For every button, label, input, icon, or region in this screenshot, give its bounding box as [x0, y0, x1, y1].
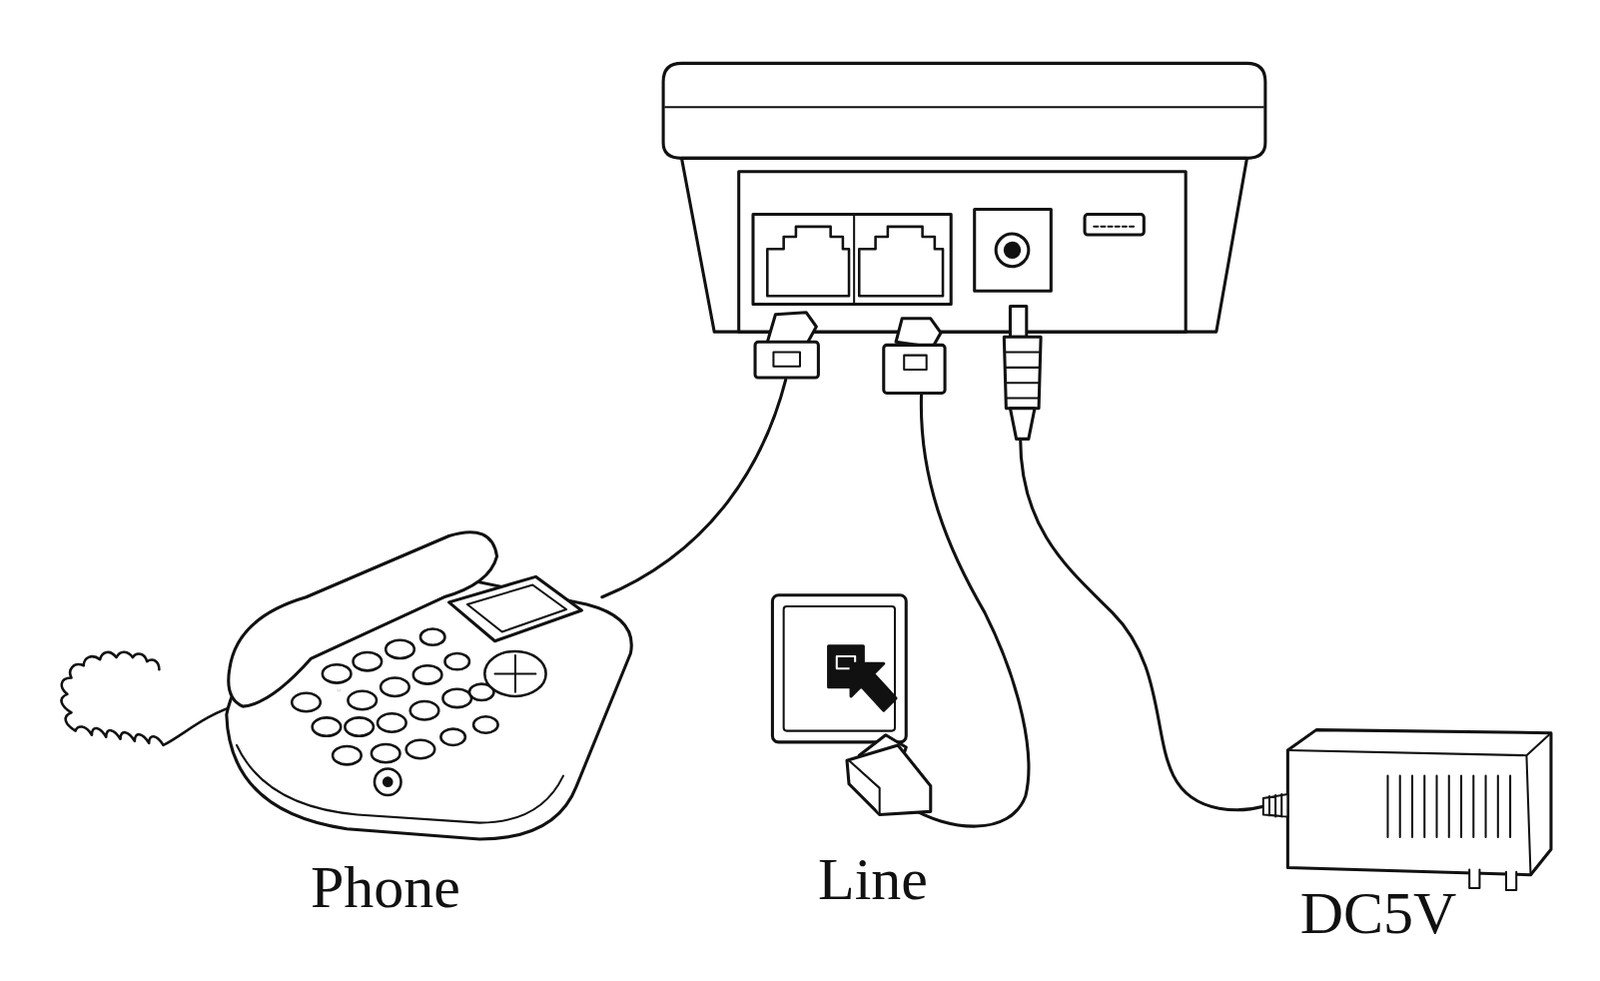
key [410, 701, 440, 720]
insert-arrow [850, 663, 896, 711]
coiled-cord [61, 652, 241, 746]
phone-plug [755, 312, 818, 378]
plug-clip [895, 318, 941, 348]
key [406, 740, 436, 759]
key [420, 628, 446, 645]
key [473, 716, 499, 733]
adapter-top-edge [1287, 733, 1552, 875]
key [312, 717, 342, 736]
wall-plate [772, 595, 906, 743]
key [444, 653, 470, 670]
adapter-box [1287, 730, 1552, 875]
handset [228, 532, 498, 707]
dc-grip [1003, 336, 1041, 409]
phone-label: Phone [310, 856, 461, 917]
power-cable [1020, 438, 1264, 809]
key [337, 688, 341, 692]
usb-port [1084, 214, 1144, 235]
port-housing [753, 214, 951, 305]
line-label: Line [817, 848, 928, 909]
key [344, 717, 374, 736]
adapter-prongs [1469, 869, 1517, 890]
phone-port [767, 226, 849, 296]
power-label: DC5V [1300, 882, 1458, 943]
display-panel [449, 576, 583, 641]
key [353, 652, 383, 671]
telephone [61, 532, 633, 839]
key [440, 729, 466, 746]
power-adapter [1263, 730, 1552, 890]
dc-plug [1003, 306, 1041, 440]
port-divider [852, 214, 855, 305]
plug-face [848, 760, 880, 814]
base-unit [663, 62, 1266, 332]
dc-jack [974, 208, 1052, 291]
key [332, 746, 362, 765]
plug-body [883, 344, 945, 393]
cables [602, 379, 1264, 826]
line-cable [907, 392, 1029, 826]
key [347, 691, 377, 710]
unit-lid-edge [665, 105, 1264, 108]
adapter-cord-boot [1263, 794, 1289, 816]
nav-pad [484, 651, 546, 697]
unit-body [681, 157, 1247, 332]
plug-contacts [773, 352, 800, 367]
key [380, 678, 410, 697]
plug-contacts [903, 355, 926, 370]
power-key-dot [383, 778, 392, 787]
phone-cable [602, 379, 787, 598]
key [442, 689, 472, 708]
key [322, 664, 352, 683]
dc-jack-ring [995, 233, 1029, 267]
plug-body [755, 341, 818, 378]
line-port [858, 226, 943, 296]
key [385, 640, 415, 659]
key [371, 744, 401, 763]
usb-pins [1093, 225, 1135, 228]
dc-grip-ribs [1005, 352, 1039, 399]
display-screen [467, 585, 567, 633]
dc-strain [1009, 408, 1035, 440]
key [413, 665, 443, 684]
keypad [291, 628, 546, 796]
key [291, 693, 321, 712]
nav-pad-arrows [495, 655, 537, 693]
power-key [374, 768, 402, 796]
plug-clip [767, 312, 816, 346]
line-plug [883, 318, 945, 394]
wall-jack [772, 595, 906, 743]
back-panel [739, 171, 1186, 332]
dc-tip [1009, 306, 1026, 338]
wall-plug [846, 735, 931, 815]
unit-lid [663, 62, 1266, 158]
plug-body [846, 745, 931, 814]
adapter-vents [1387, 776, 1511, 837]
dc-jack-pin [1004, 242, 1019, 257]
key [377, 713, 407, 732]
